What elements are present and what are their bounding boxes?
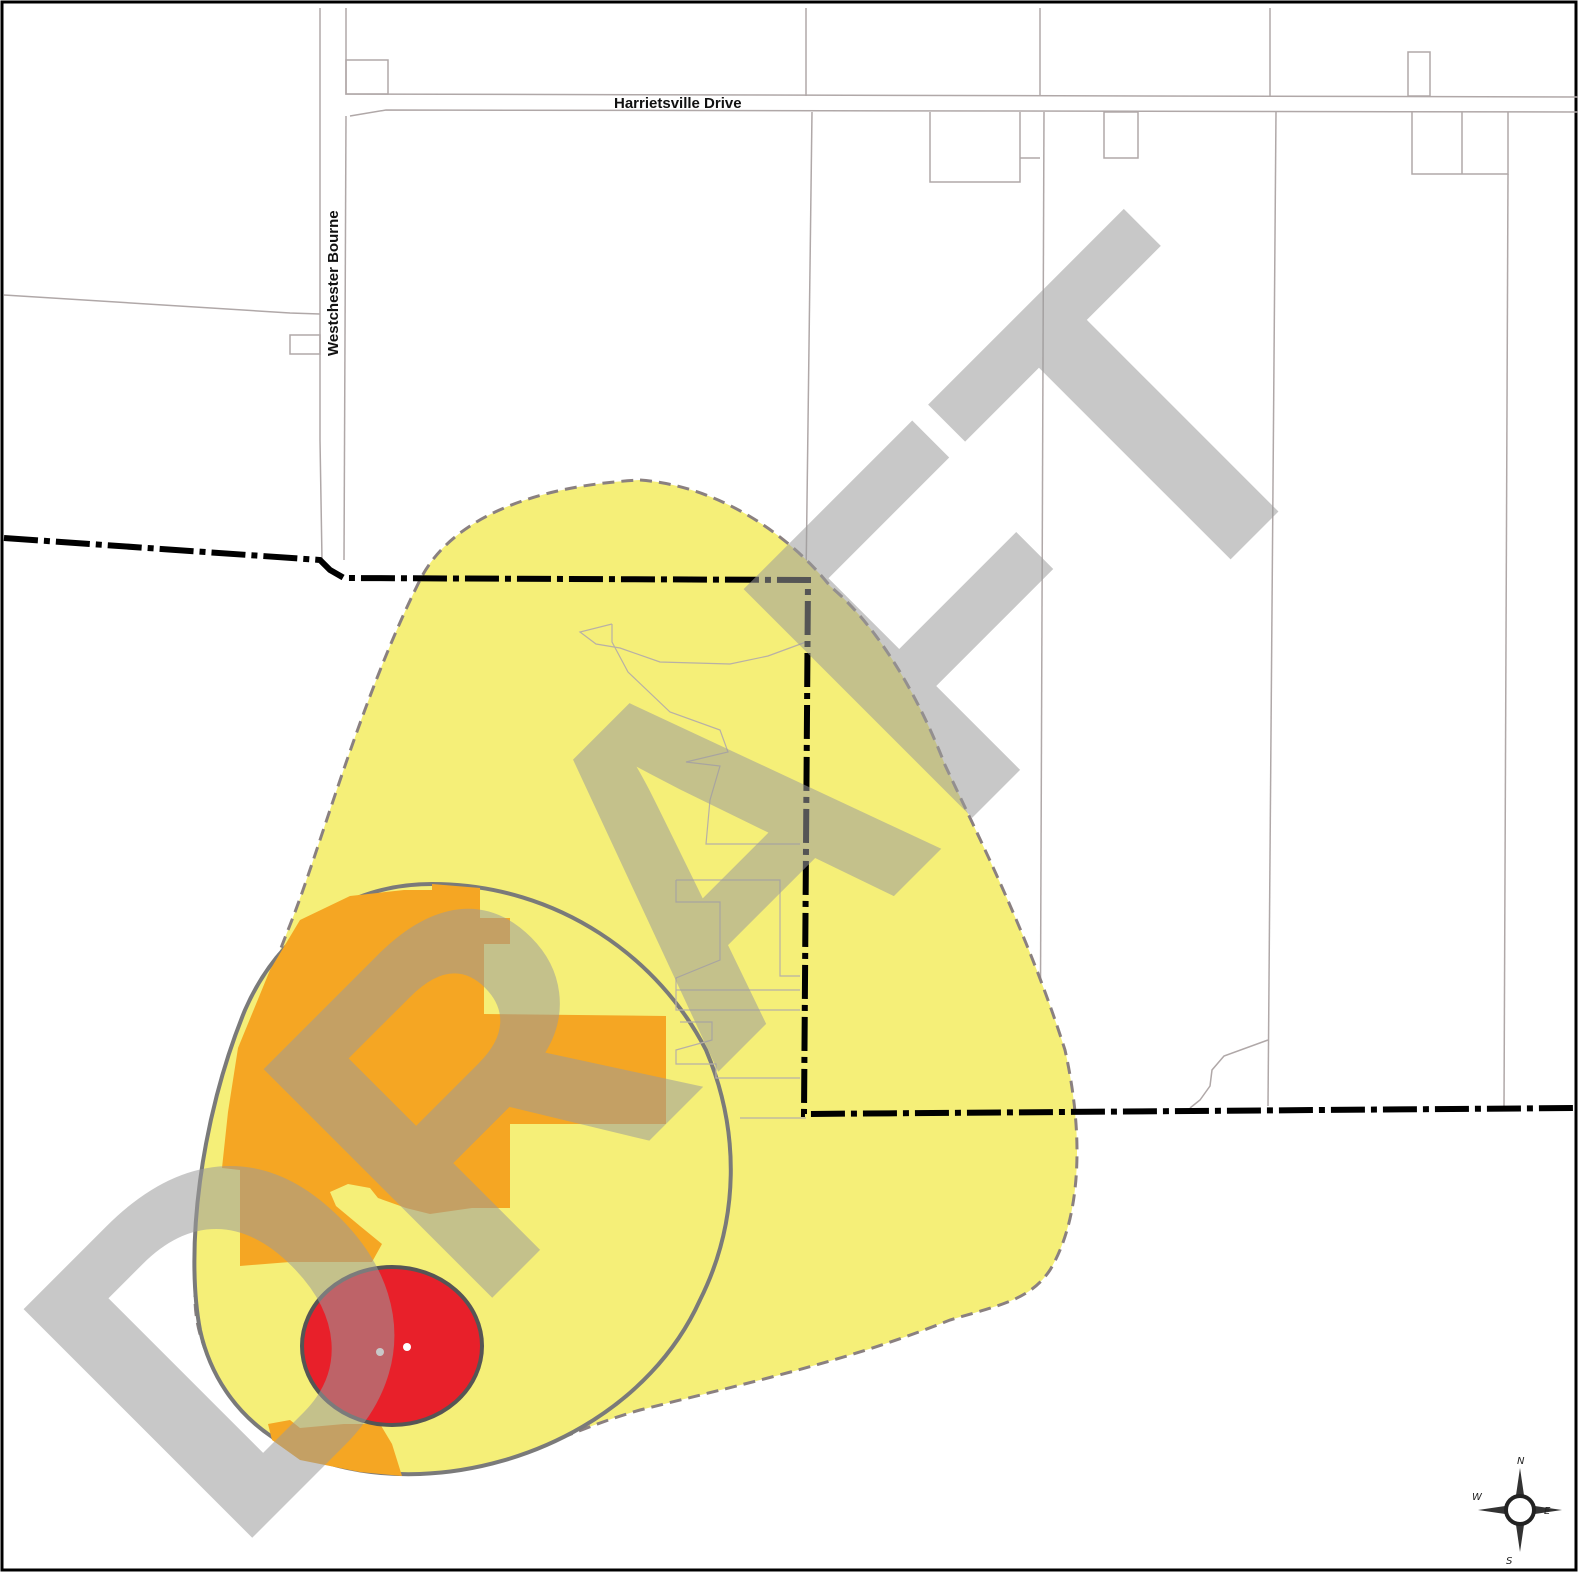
road-label-westchester: Westchester Bourne <box>325 210 342 356</box>
compass-rose-icon: N S E W <box>1472 1456 1562 1567</box>
source-point-1 <box>376 1348 384 1356</box>
source-point-2 <box>403 1343 411 1351</box>
boundary-line <box>3 535 1578 1118</box>
inner-zone <box>300 1265 484 1427</box>
compass-n: N <box>1517 1456 1525 1467</box>
compass-w: W <box>1472 1492 1483 1503</box>
road-label-harrietsville: Harrietsville Drive <box>614 95 742 112</box>
compass-s: S <box>1506 1556 1513 1567</box>
inner-parcel-lines <box>578 623 807 1119</box>
middle-zone-fill-south <box>268 1420 402 1476</box>
middle-zone-fill <box>222 884 666 1266</box>
parcel-lines <box>3 8 1578 1111</box>
compass-e: E <box>1544 1506 1551 1517</box>
